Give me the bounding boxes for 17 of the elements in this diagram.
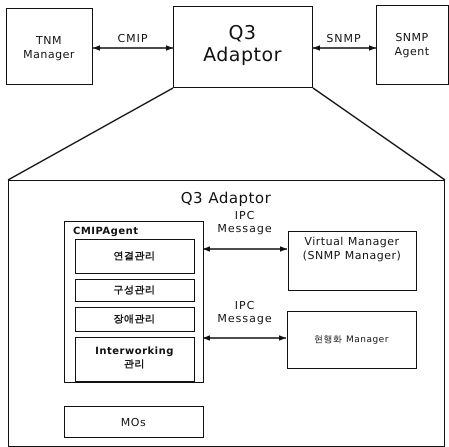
process-box: Virtual Manager (SNMP Manager) <box>288 231 417 291</box>
function-box: Interworking 관리 <box>75 337 195 382</box>
data-box: MOs <box>64 406 204 438</box>
module-box: CMIPAgent 연결관리 구성관리 장애관리 Interworking 관리 <box>64 221 204 383</box>
arrow <box>203 246 287 252</box>
process-box: 현행화 Manager <box>287 311 417 369</box>
function-box: 구성관리 <box>75 279 195 302</box>
function-box: 장애관리 <box>75 307 195 332</box>
function-box: 연결관리 <box>75 239 195 274</box>
process-box: SNMP Agent <box>376 5 449 85</box>
process-box: Q3 Adaptor <box>173 6 313 88</box>
arrow <box>203 335 286 341</box>
zoom-line <box>312 87 446 181</box>
zoom-line <box>8 87 174 181</box>
process-box: TNM Manager <box>6 8 93 85</box>
arrow <box>313 45 376 51</box>
arrow <box>93 45 173 51</box>
